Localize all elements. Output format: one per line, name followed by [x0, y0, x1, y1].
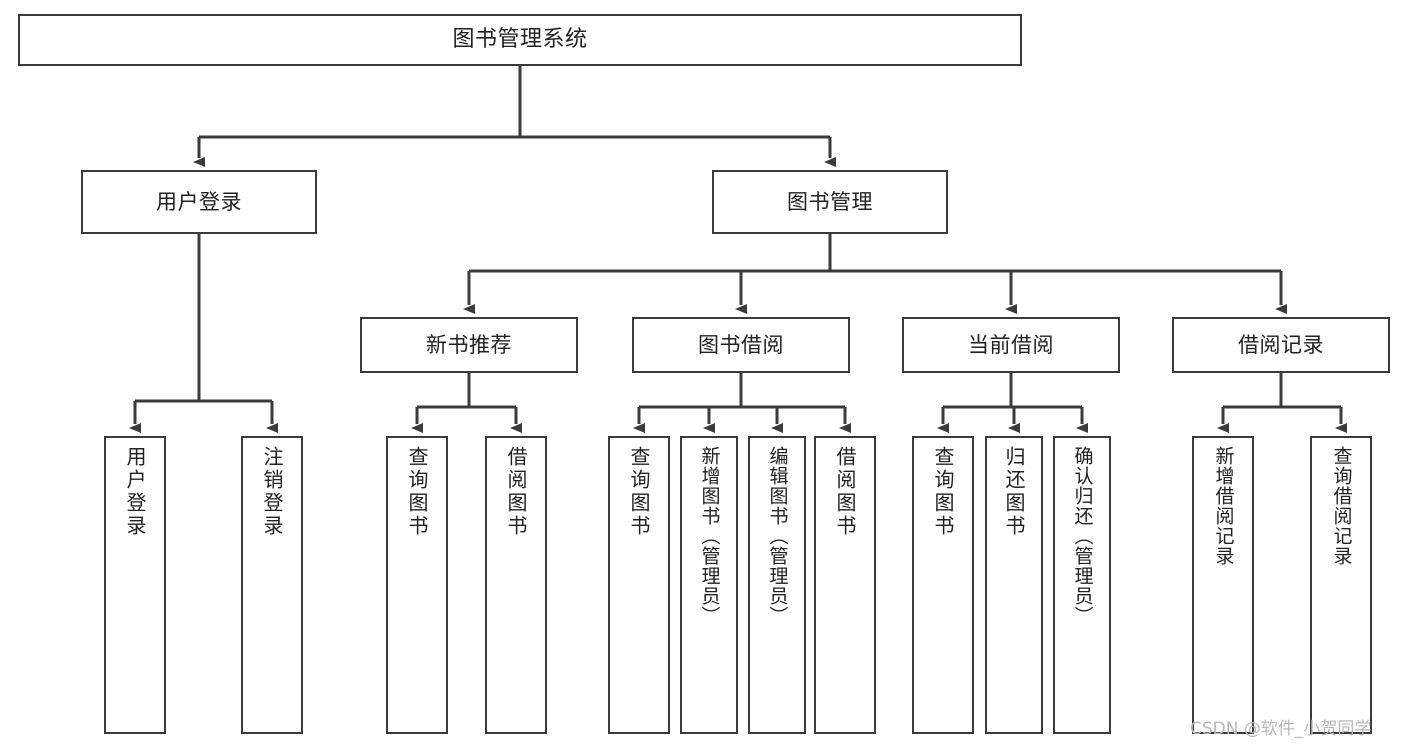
node-label: 图书管理 — [787, 189, 873, 214]
node-leaf3[interactable]: 查询图书 — [386, 436, 448, 734]
node-label: 查询借阅记录 — [1330, 446, 1353, 566]
node-label: 用户登录 — [123, 446, 147, 538]
node-bookmgmt[interactable]: 图书管理 — [712, 170, 948, 234]
node-login[interactable]: 用户登录 — [81, 170, 317, 234]
node-label: 新增借阅记录 — [1212, 446, 1235, 566]
node-root[interactable]: 图书管理系统 — [18, 14, 1022, 66]
node-leaf12[interactable]: 新增借阅记录 — [1192, 436, 1254, 734]
node-label: 当前借阅 — [968, 332, 1054, 357]
node-label: 图书借阅 — [698, 332, 784, 357]
node-label: 借阅图书 — [833, 446, 857, 538]
node-current[interactable]: 当前借阅 — [902, 317, 1120, 373]
node-leaf11[interactable]: 确认归还（管理员） — [1053, 436, 1111, 734]
node-label: 借阅图书 — [504, 446, 528, 538]
node-label: 归还图书 — [1002, 446, 1026, 538]
node-leaf2[interactable]: 注销登录 — [241, 436, 303, 734]
node-leaf6[interactable]: 新增图书（管理员） — [680, 436, 738, 734]
node-label: 图书管理系统 — [452, 27, 588, 53]
node-newbook[interactable]: 新书推荐 — [360, 317, 578, 373]
node-leaf1[interactable]: 用户登录 — [104, 436, 166, 734]
node-label: 借阅记录 — [1238, 332, 1324, 357]
node-label: 确认归还（管理员） — [1071, 446, 1094, 626]
node-leaf7[interactable]: 编辑图书（管理员） — [748, 436, 806, 734]
node-label: 查询图书 — [405, 446, 429, 538]
node-label: 新增图书（管理员） — [698, 446, 721, 626]
node-label: 查询图书 — [931, 446, 955, 538]
node-label: 用户登录 — [156, 189, 242, 214]
node-leaf5[interactable]: 查询图书 — [608, 436, 670, 734]
node-leaf8[interactable]: 借阅图书 — [814, 436, 876, 734]
node-label: 编辑图书（管理员） — [766, 446, 789, 626]
watermark-label: CSDN @软件_小贺同学 — [1190, 719, 1372, 739]
node-leaf13[interactable]: 查询借阅记录 — [1310, 436, 1372, 734]
node-leaf4[interactable]: 借阅图书 — [485, 436, 547, 734]
node-leaf9[interactable]: 查询图书 — [912, 436, 974, 734]
node-label: 注销登录 — [260, 446, 284, 538]
node-records[interactable]: 借阅记录 — [1172, 317, 1390, 373]
node-leaf10[interactable]: 归还图书 — [985, 436, 1043, 734]
node-label: 新书推荐 — [426, 332, 512, 357]
node-borrow[interactable]: 图书借阅 — [632, 317, 850, 373]
node-label: 查询图书 — [627, 446, 651, 538]
